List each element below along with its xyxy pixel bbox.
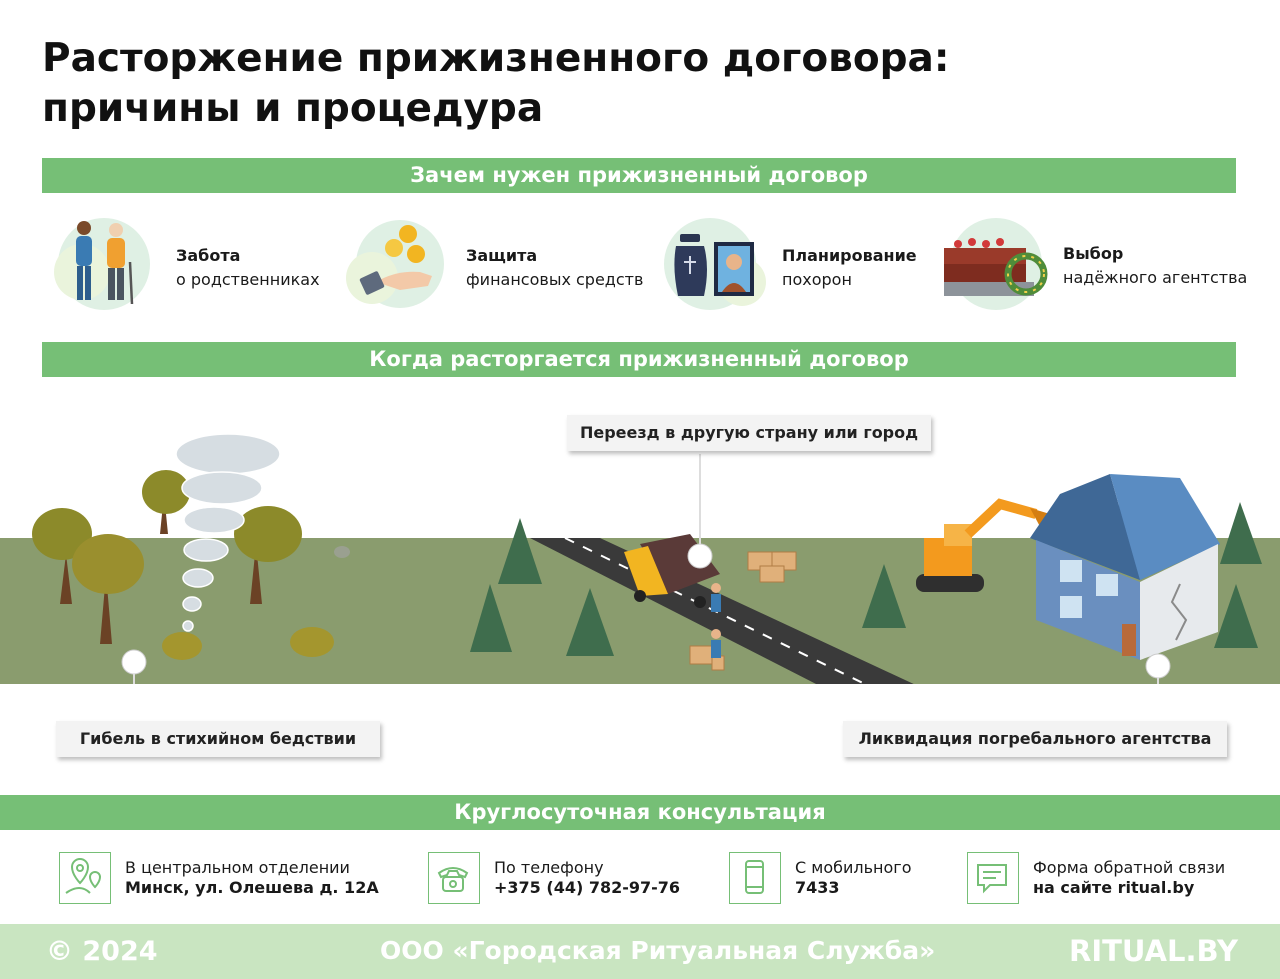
contact-mobile: С мобильного 7433 [729,850,949,910]
reason-protection-text: Защита финансовых средств [466,244,643,292]
marker-disaster [121,649,147,675]
contact-phone-label: По телефону [494,858,604,877]
marker-liquidation [1145,653,1171,679]
tornado [175,433,281,632]
road [530,538,914,684]
contact-office: В центральном отделении Минск, ул. Олеше… [59,850,389,910]
footer-copyright: © 2024 [46,936,158,967]
termination-scene-illustration [0,433,1280,684]
contact-phone-number[interactable]: +375 (44) 782-97-76 [494,878,681,897]
page-title-line-1: Расторжение прижизненного договора: [42,36,950,81]
elderly-couple-icon [54,218,150,310]
reason-planning-title: Планирование [782,246,917,265]
callout-liquidation: Ликвидация погребального агентства [843,721,1227,757]
callout-disaster: Гибель в стихийном бедствии [56,721,380,757]
coffin-wreath-icon [944,218,1048,310]
contact-feedback: Форма обратной связи на сайте ritual.by [967,850,1237,910]
marker-move [687,543,713,569]
reason-care-text: Забота о родственниках [176,244,320,292]
storm-trees [32,470,350,660]
page-title-line-2: причины и процедура [42,86,544,131]
damaged-house [1030,474,1220,660]
reason-choice-desc: надёжного агентства [1063,268,1248,287]
cargo-boxes [689,551,797,671]
contact-mobile-text: С мобильного 7433 [795,858,911,898]
footer-site-link[interactable]: RITUAL.BY [1068,934,1238,968]
reason-planning-desc: похорон [782,270,852,289]
reason-choice: Выбор надёжного агентства [936,212,1247,312]
telephone-icon [428,852,480,904]
urn-portrait-icon [664,218,766,310]
page-title: Расторжение прижизненного договора: прич… [42,34,949,134]
contact-office-address: Минск, ул. Олешева д. 12А [125,878,379,897]
section-consult-header: Круглосуточная консультация [0,795,1280,830]
reason-protection-title: Защита [466,246,538,265]
conifer-trees [470,502,1262,656]
reason-care-desc: о родственниках [176,270,320,289]
mobile-phone-icon [729,852,781,904]
chat-message-icon [967,852,1019,904]
reason-planning: Планирование похорон [652,212,922,312]
reason-care-title: Забота [176,246,241,265]
reason-protection: Защита финансовых средств [336,212,646,312]
footer-company: ООО «Городская Ритуальная Служба» [380,936,936,965]
contact-office-text: В центральном отделении Минск, ул. Олеше… [125,858,379,898]
contact-office-label: В центральном отделении [125,858,350,877]
contact-feedback-site[interactable]: на сайте ritual.by [1033,878,1195,897]
coins-hand-icon [346,220,444,308]
contact-feedback-label: Форма обратной связи [1033,858,1226,877]
contact-phone-text: По телефону +375 (44) 782-97-76 [494,858,680,898]
contact-mobile-label: С мобильного [795,858,912,877]
location-pin-icon [59,852,111,904]
section-why-header: Зачем нужен прижизненный договор [42,158,1236,193]
reason-care: Забота о родственниках [44,212,334,312]
callout-move: Переезд в другую страну или город [567,415,931,451]
reason-planning-text: Планирование похорон [782,244,917,292]
section-when-header: Когда расторгается прижизненный договор [42,342,1236,377]
reason-protection-desc: финансовых средств [466,270,644,289]
contact-feedback-text: Форма обратной связи на сайте ritual.by [1033,858,1225,898]
footer: © 2024 ООО «Городская Ритуальная Служба»… [0,924,1280,979]
reason-choice-text: Выбор надёжного агентства [1063,242,1247,290]
contact-phone: По телефону +375 (44) 782-97-76 [428,850,688,910]
reason-choice-title: Выбор [1063,244,1124,263]
contact-mobile-number[interactable]: 7433 [795,878,840,897]
